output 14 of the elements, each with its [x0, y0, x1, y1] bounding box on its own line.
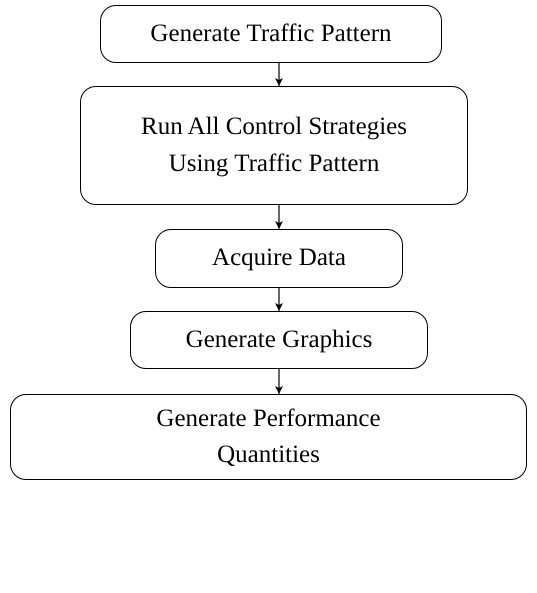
step-label: Acquire Data — [212, 243, 346, 274]
process-box — [10, 394, 527, 480]
arrow — [275, 369, 283, 394]
step-label: Run All Control Strategies Using Traffic Pattern — [140, 112, 408, 178]
step-label: Generate Performance Quantities — [155, 404, 382, 470]
arrow — [275, 288, 283, 311]
process-box — [130, 311, 428, 369]
process-box — [80, 86, 468, 205]
process-box — [100, 5, 442, 63]
step-label: Generate Graphics — [186, 324, 372, 355]
arrow — [275, 63, 283, 86]
process-box — [155, 229, 403, 288]
arrow — [275, 205, 283, 229]
step-label: Generate Traffic Pattern — [150, 18, 392, 49]
